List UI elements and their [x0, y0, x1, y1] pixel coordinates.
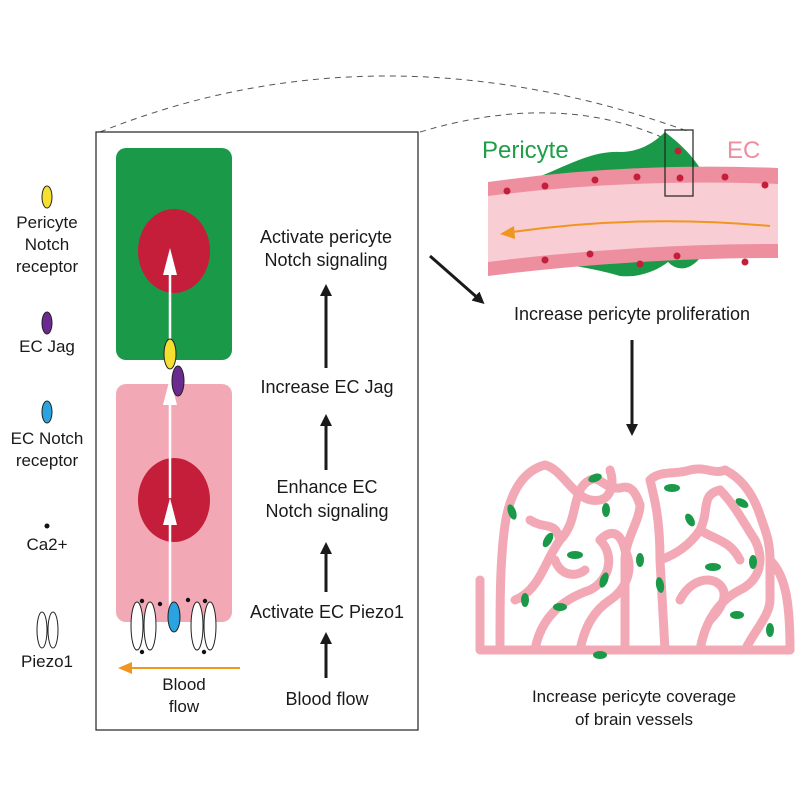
- brain-vessel-network: [475, 460, 795, 655]
- step-activate-piezo1: Activate EC Piezo1: [250, 602, 404, 622]
- step-enhance-notch-line1: Enhance EC: [276, 477, 377, 497]
- pericyte-label: Pericyte: [482, 137, 569, 164]
- legend-pericyte-notch-line1: Pericyte: [16, 213, 77, 232]
- ca2-ions: [139, 597, 208, 655]
- piezo1-icon: [36, 611, 59, 649]
- outcome-coverage-line2: of brain vessels: [575, 710, 693, 729]
- ca2-icon: [44, 523, 50, 529]
- pericyte-notch-receptor: [163, 338, 177, 370]
- legend-ec-notch-line2: receptor: [16, 451, 79, 470]
- ec-nucleus: [138, 458, 210, 542]
- ec-label: EC: [727, 137, 760, 164]
- piezo1-channel-left: [130, 601, 157, 651]
- piezo1-channel-right: [190, 601, 217, 651]
- signaling-arrow: [163, 248, 177, 622]
- pericyte-notch-receptor-icon: [41, 185, 53, 209]
- zoom-box: [664, 129, 694, 197]
- outcome-proliferation: Increase pericyte proliferation: [514, 304, 750, 324]
- ec-notch-receptor-icon: [41, 400, 53, 424]
- zoom-line-bottom: [419, 112, 669, 141]
- legend-ec-notch-line1: EC Notch: [11, 429, 84, 448]
- step-increase-jag: Increase EC Jag: [260, 377, 393, 397]
- arrow-to-proliferation: [429, 254, 485, 304]
- vessel-illustration: [488, 129, 778, 277]
- blood-flow-arrow: [118, 662, 240, 674]
- legend-ec-jag: EC Jag: [19, 337, 75, 356]
- outcome-coverage-line1: Increase pericyte coverage: [532, 687, 736, 706]
- vessel-nuclei: [503, 147, 769, 268]
- vessel-flow-arrow: [500, 220, 771, 239]
- ec-jag-icon: [41, 311, 53, 335]
- mechanism-panel: [95, 131, 419, 731]
- zoom-line-top: [99, 75, 691, 133]
- step-enhance-notch-line2: Notch signaling: [265, 501, 388, 521]
- legend-pericyte-notch-line2: Notch: [25, 235, 69, 254]
- ec-notch-receptor: [167, 601, 181, 633]
- legend-ca2: Ca2+: [26, 535, 67, 554]
- blood-flow-label-line2: flow: [169, 697, 200, 716]
- legend: Pericyte Notch receptor EC Jag EC Notch …: [11, 185, 84, 671]
- legend-pericyte-notch-line3: receptor: [16, 257, 79, 276]
- blood-flow-label-line1: Blood: [162, 675, 205, 694]
- step-blood-flow: Blood flow: [285, 689, 369, 709]
- step-activate-pericyte-notch-line1: Activate pericyte: [260, 227, 392, 247]
- pericyte-nucleus: [138, 209, 210, 293]
- ec-jag-ligand: [171, 365, 185, 397]
- step-activate-pericyte-notch-line2: Notch signaling: [264, 250, 387, 270]
- network-pericytes: [507, 473, 774, 659]
- legend-piezo1: Piezo1: [21, 652, 73, 671]
